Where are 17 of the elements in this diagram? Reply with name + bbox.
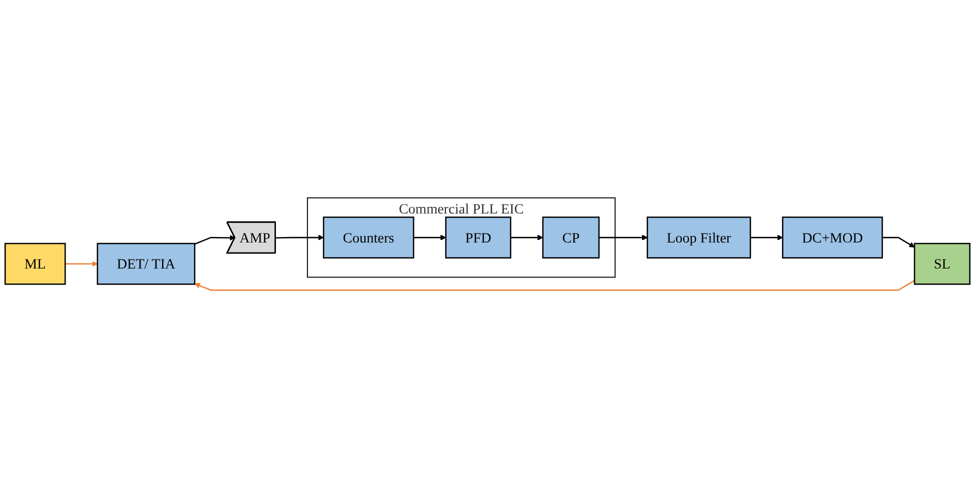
- node-box: SL: [914, 242, 970, 285]
- node-box: DET/ TIA: [96, 242, 196, 285]
- node-box: ML: [4, 242, 66, 285]
- arrow: [510, 234, 544, 240]
- arrow: [275, 234, 324, 240]
- arrow: [750, 234, 783, 240]
- node-box: DC+MOD: [782, 216, 883, 259]
- arrow: [414, 234, 446, 240]
- arrow: [194, 280, 915, 291]
- node-box: PFD: [445, 216, 512, 259]
- node-box: Counters: [322, 216, 414, 259]
- arrow: [65, 261, 98, 267]
- arrow: [882, 236, 915, 248]
- arrow: [194, 234, 236, 245]
- node-box: CP: [542, 216, 600, 259]
- arrow: [598, 234, 648, 240]
- node-box: Loop Filter: [646, 216, 752, 259]
